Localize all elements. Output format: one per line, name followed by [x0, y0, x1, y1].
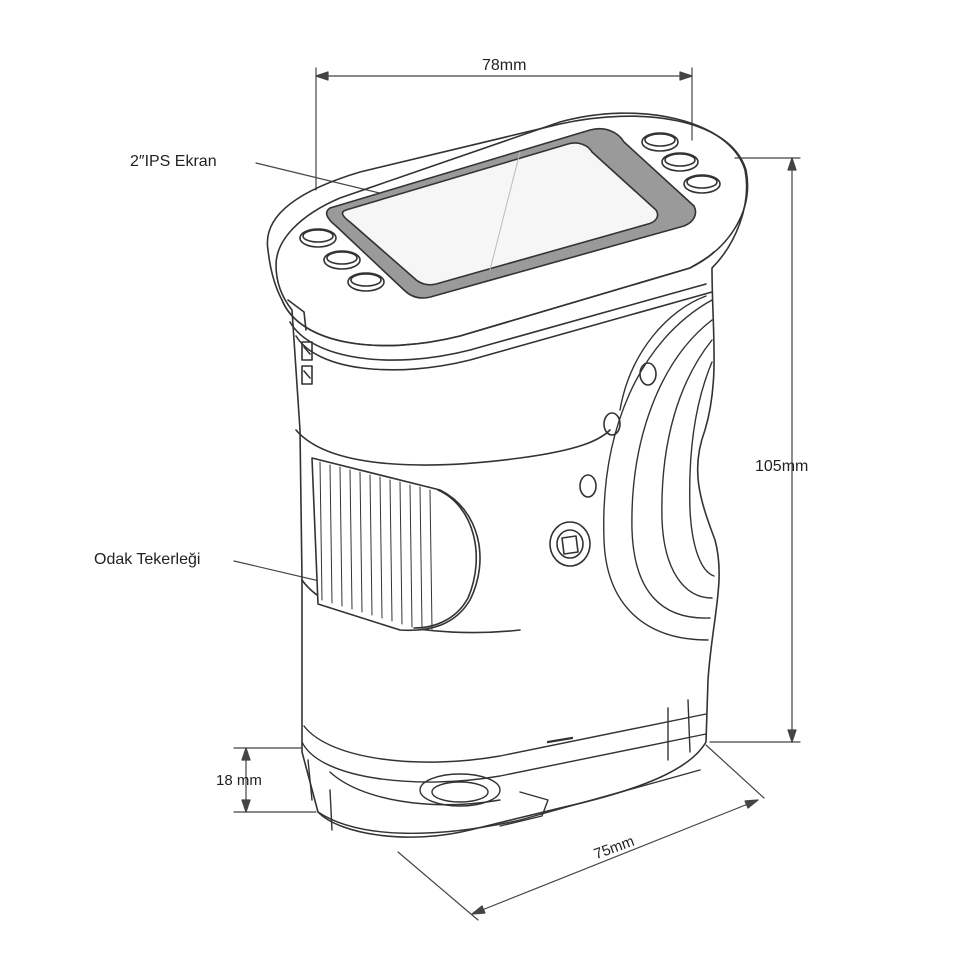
- focus-wheel-callout-label: Odak Tekerleği: [94, 551, 201, 568]
- device-body: [266, 112, 749, 838]
- height-dimension-label: 105mm: [755, 458, 809, 475]
- screen-callout-label: 2″IPS Ekran: [130, 153, 217, 170]
- screen-glass: [341, 142, 659, 286]
- grip-grooves: [603, 295, 715, 641]
- clear-base: [301, 699, 707, 835]
- focus-wheel-ribs: [319, 461, 433, 630]
- base-height-dimension-label: 18 mm: [216, 772, 262, 789]
- width-dimension-label: 78mm: [482, 57, 527, 74]
